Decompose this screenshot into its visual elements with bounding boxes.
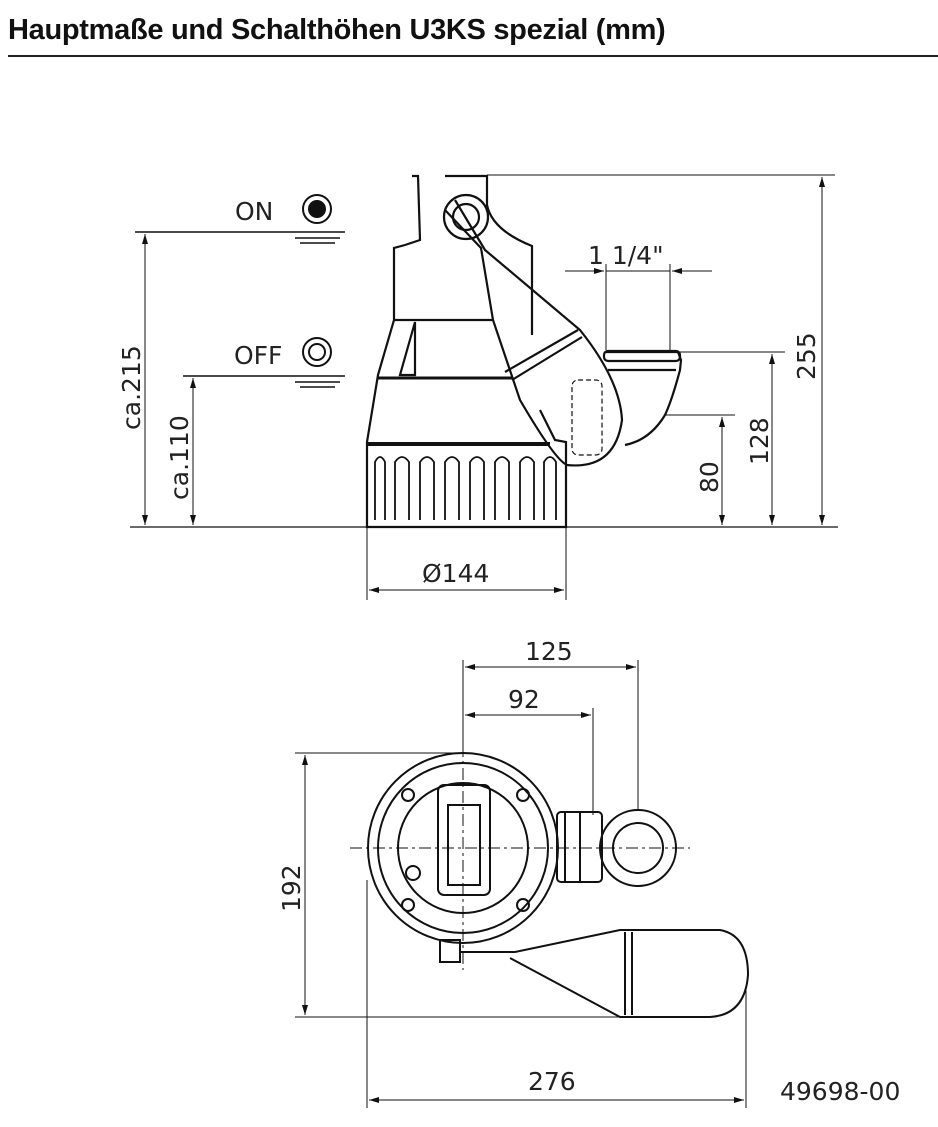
water-level-off-icon [183,375,345,388]
top-view: 125 92 192 276 [277,637,750,1108]
drawing-number: 49698-00 [780,1077,900,1106]
dim-80: 80 [695,461,724,493]
pump-top-outline [367,752,750,1018]
title-underline [8,55,938,57]
dim-ca-110: ca.110 [165,415,194,500]
dim-125: 125 [525,637,573,666]
page-title: Hauptmaße und Schalthöhen U3KS spezial (… [8,14,666,46]
switch-off-icon [302,337,332,367]
switch-off-label: OFF [234,341,282,370]
dim-ca-215: ca.215 [117,345,146,430]
dim-192: 192 [277,864,306,912]
dim-255: 255 [792,332,821,380]
switch-on-label: ON [235,197,273,226]
side-view: ON OFF 255 128 80 ca.215 ca.110 Ø144 [117,174,838,600]
dim-diameter-144: Ø144 [422,559,489,588]
switch-on-icon [302,194,332,224]
dim-128: 128 [745,417,774,465]
water-level-on-icon [135,231,345,244]
pump-body [365,174,683,529]
dim-thread-1-1-4: 1 1/4" [588,241,664,270]
dim-276: 276 [528,1067,576,1096]
dim-92: 92 [508,685,540,714]
